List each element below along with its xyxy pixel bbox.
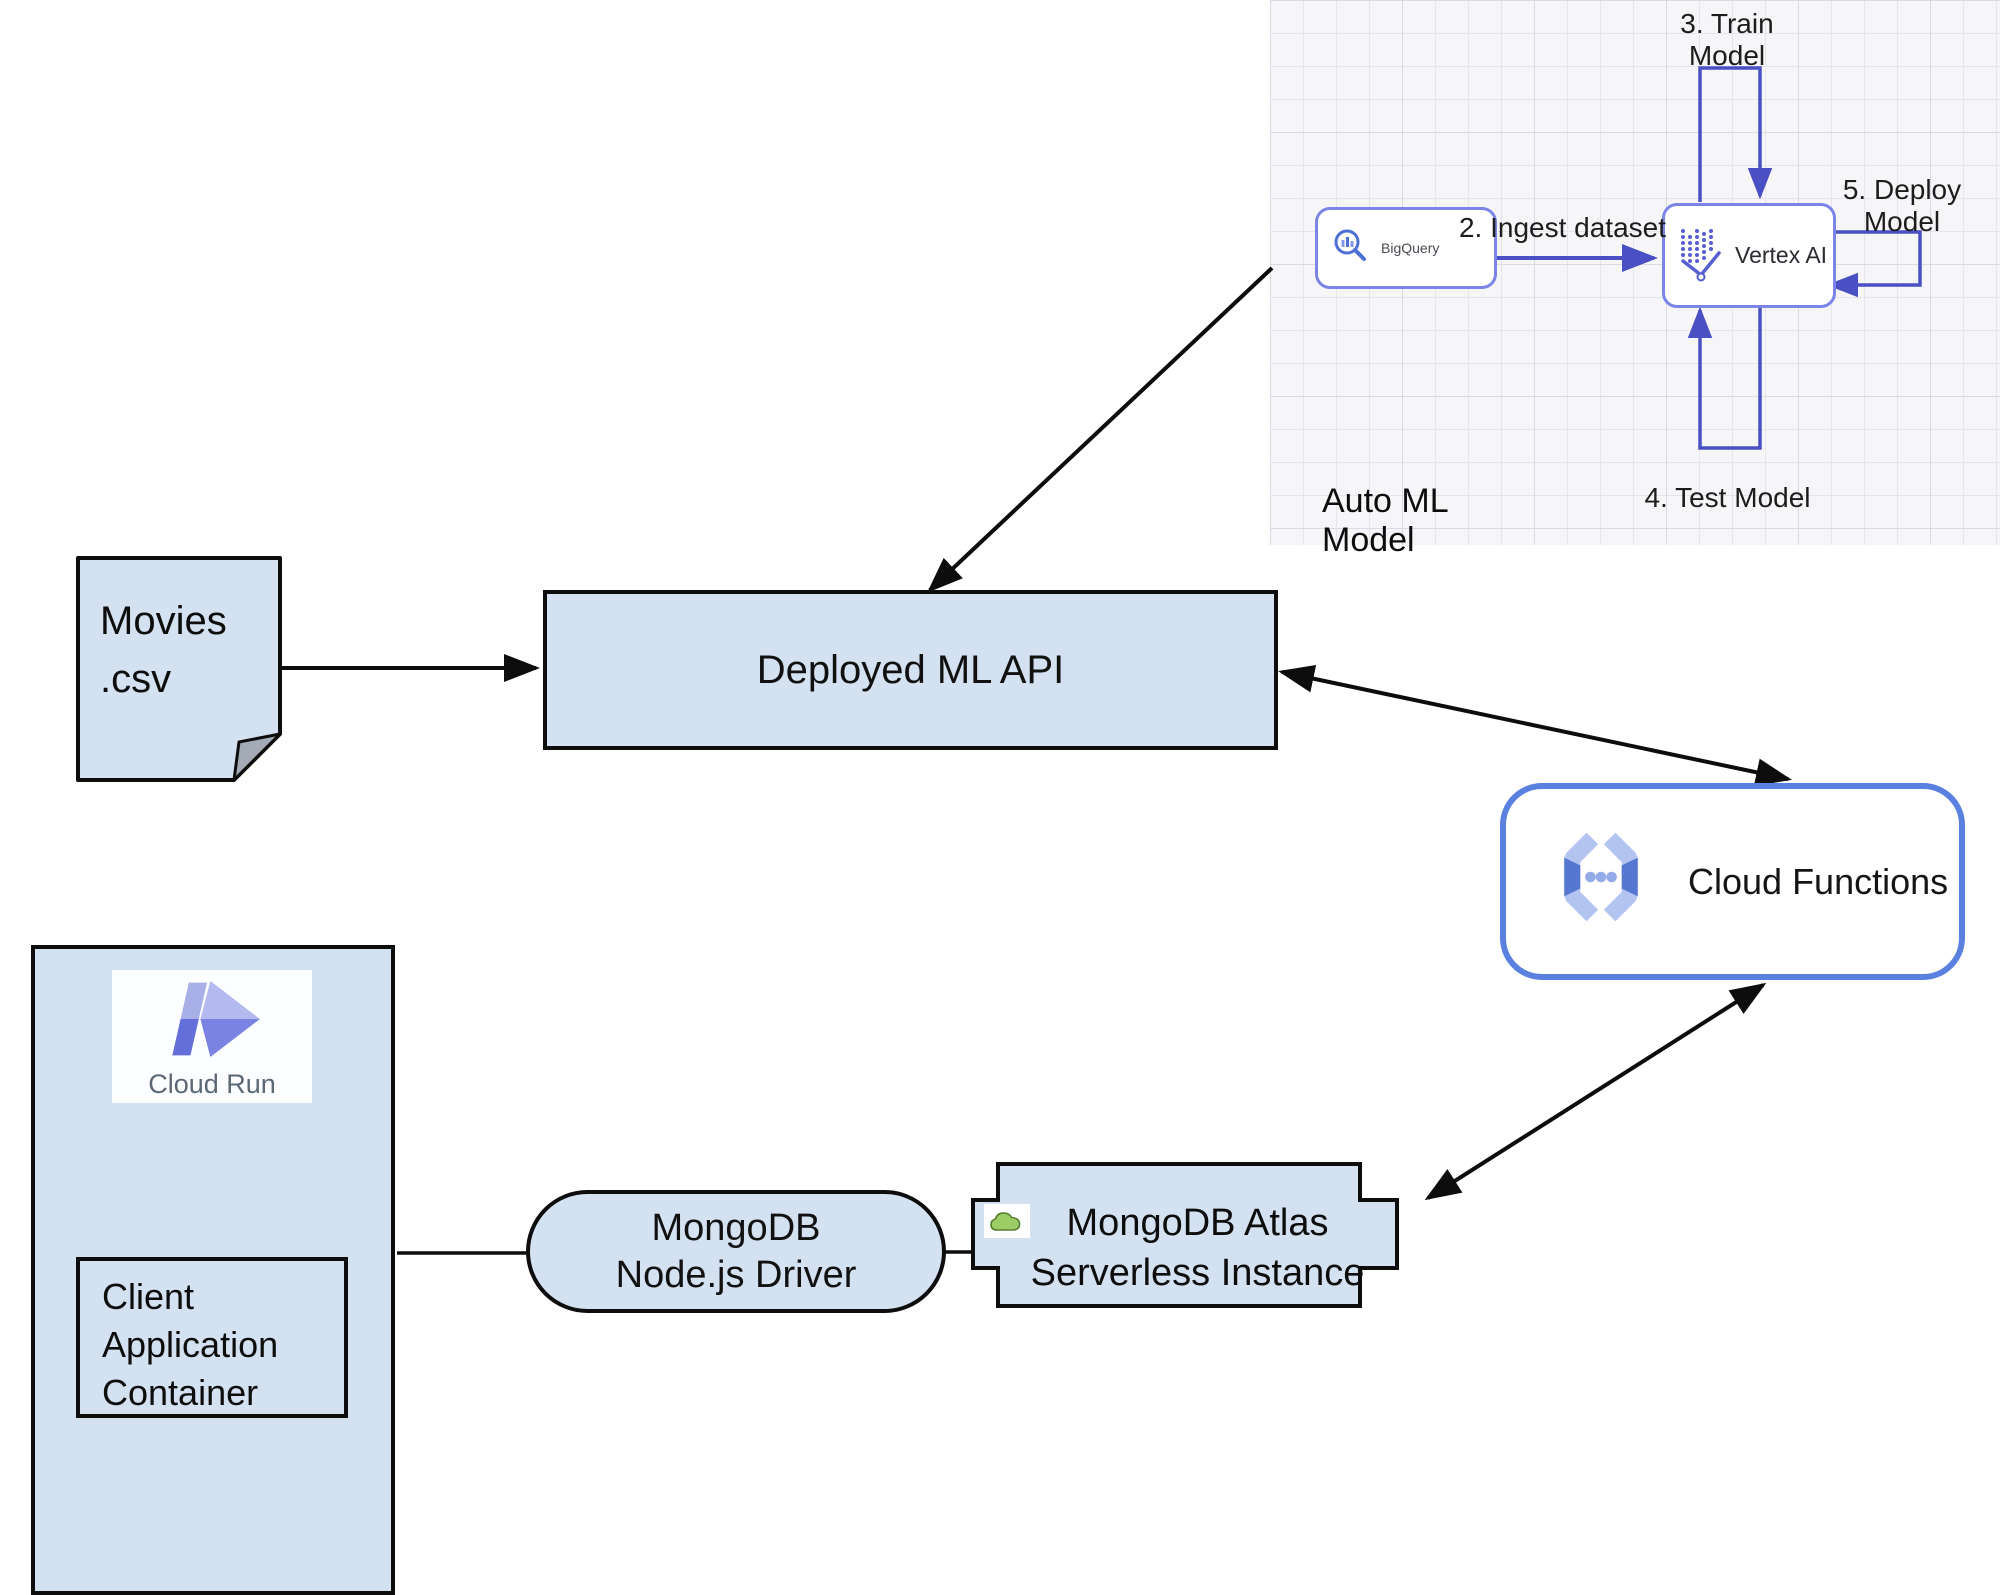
vertex-ai-icon [1675,221,1727,290]
automl-caption: Auto ML Model [1322,482,1448,559]
mongo-atlas-cloud-icon [984,1204,1030,1238]
bigquery-label: BigQuery [1381,240,1440,256]
arrow-test-loop [1687,304,1762,450]
cloud-run-label: Cloud Run [148,1069,276,1099]
step-label-train: 3. Train Model [1680,8,1774,71]
cloud-run-icon [159,976,265,1067]
bigquery-icon [1331,226,1371,271]
connectors-layer [76,66,1922,1308]
bigquery-node: BigQuery [1315,207,1497,289]
movies-file-shape [76,556,282,782]
step-label-deploy: 5. Deploy Model [1842,174,1962,237]
mongo-atlas-line2: Serverless Instance [1030,1252,1365,1294]
client-app-line2: Application [102,1324,279,1365]
arrow-deploy-loop [1822,230,1922,298]
step-label-test: 4. Test Model [1644,482,1811,513]
mongo-driver-line2: Node.js Driver [615,1253,857,1296]
architecture-diagram: BigQuery [31,0,2000,1595]
vertex-ai-node: Vertex AI [1662,203,1836,308]
mongo-atlas-line1: MongoDB Atlas [1066,1202,1329,1244]
automl-grid-panel [1270,0,2000,545]
arrow-cloudfunctions-atlas [1424,982,1767,1201]
mongo-driver-node: MongoDB Node.js Driver [526,1190,946,1313]
mongo-atlas-shape [971,1162,1399,1308]
deployed-ml-api-label: Deployed ML API [756,647,1065,692]
mongo-driver-line1: MongoDB [651,1206,821,1249]
movies-file-line2: .csv [100,657,172,701]
deployed-ml-api-node: Deployed ML API [543,590,1278,750]
step-label-ingest: 2. Ingest dataset [1458,212,1667,243]
cloud-functions-icon [1548,832,1654,930]
cloud-functions-node: Cloud Functions [1500,783,1965,980]
arrow-automl-to-api [927,266,1274,593]
client-app-line3: Container [102,1372,259,1413]
arrow-train-loop [1698,66,1773,202]
movies-file-label: Movies .csv [100,592,270,708]
mongo-atlas-label: MongoDB Atlas Serverless Instance [1000,1198,1395,1298]
cloud-functions-label: Cloud Functions [1688,860,1949,902]
vertex-ai-label: Vertex AI [1735,242,1828,268]
client-app-container-node: Client Application Container [76,1257,348,1418]
arrow-api-cloudfunctions [1278,664,1792,787]
cloud-run-card: Cloud Run [112,970,312,1103]
movies-file-line1: Movies [100,599,227,643]
client-app-line1: Client [102,1276,195,1317]
